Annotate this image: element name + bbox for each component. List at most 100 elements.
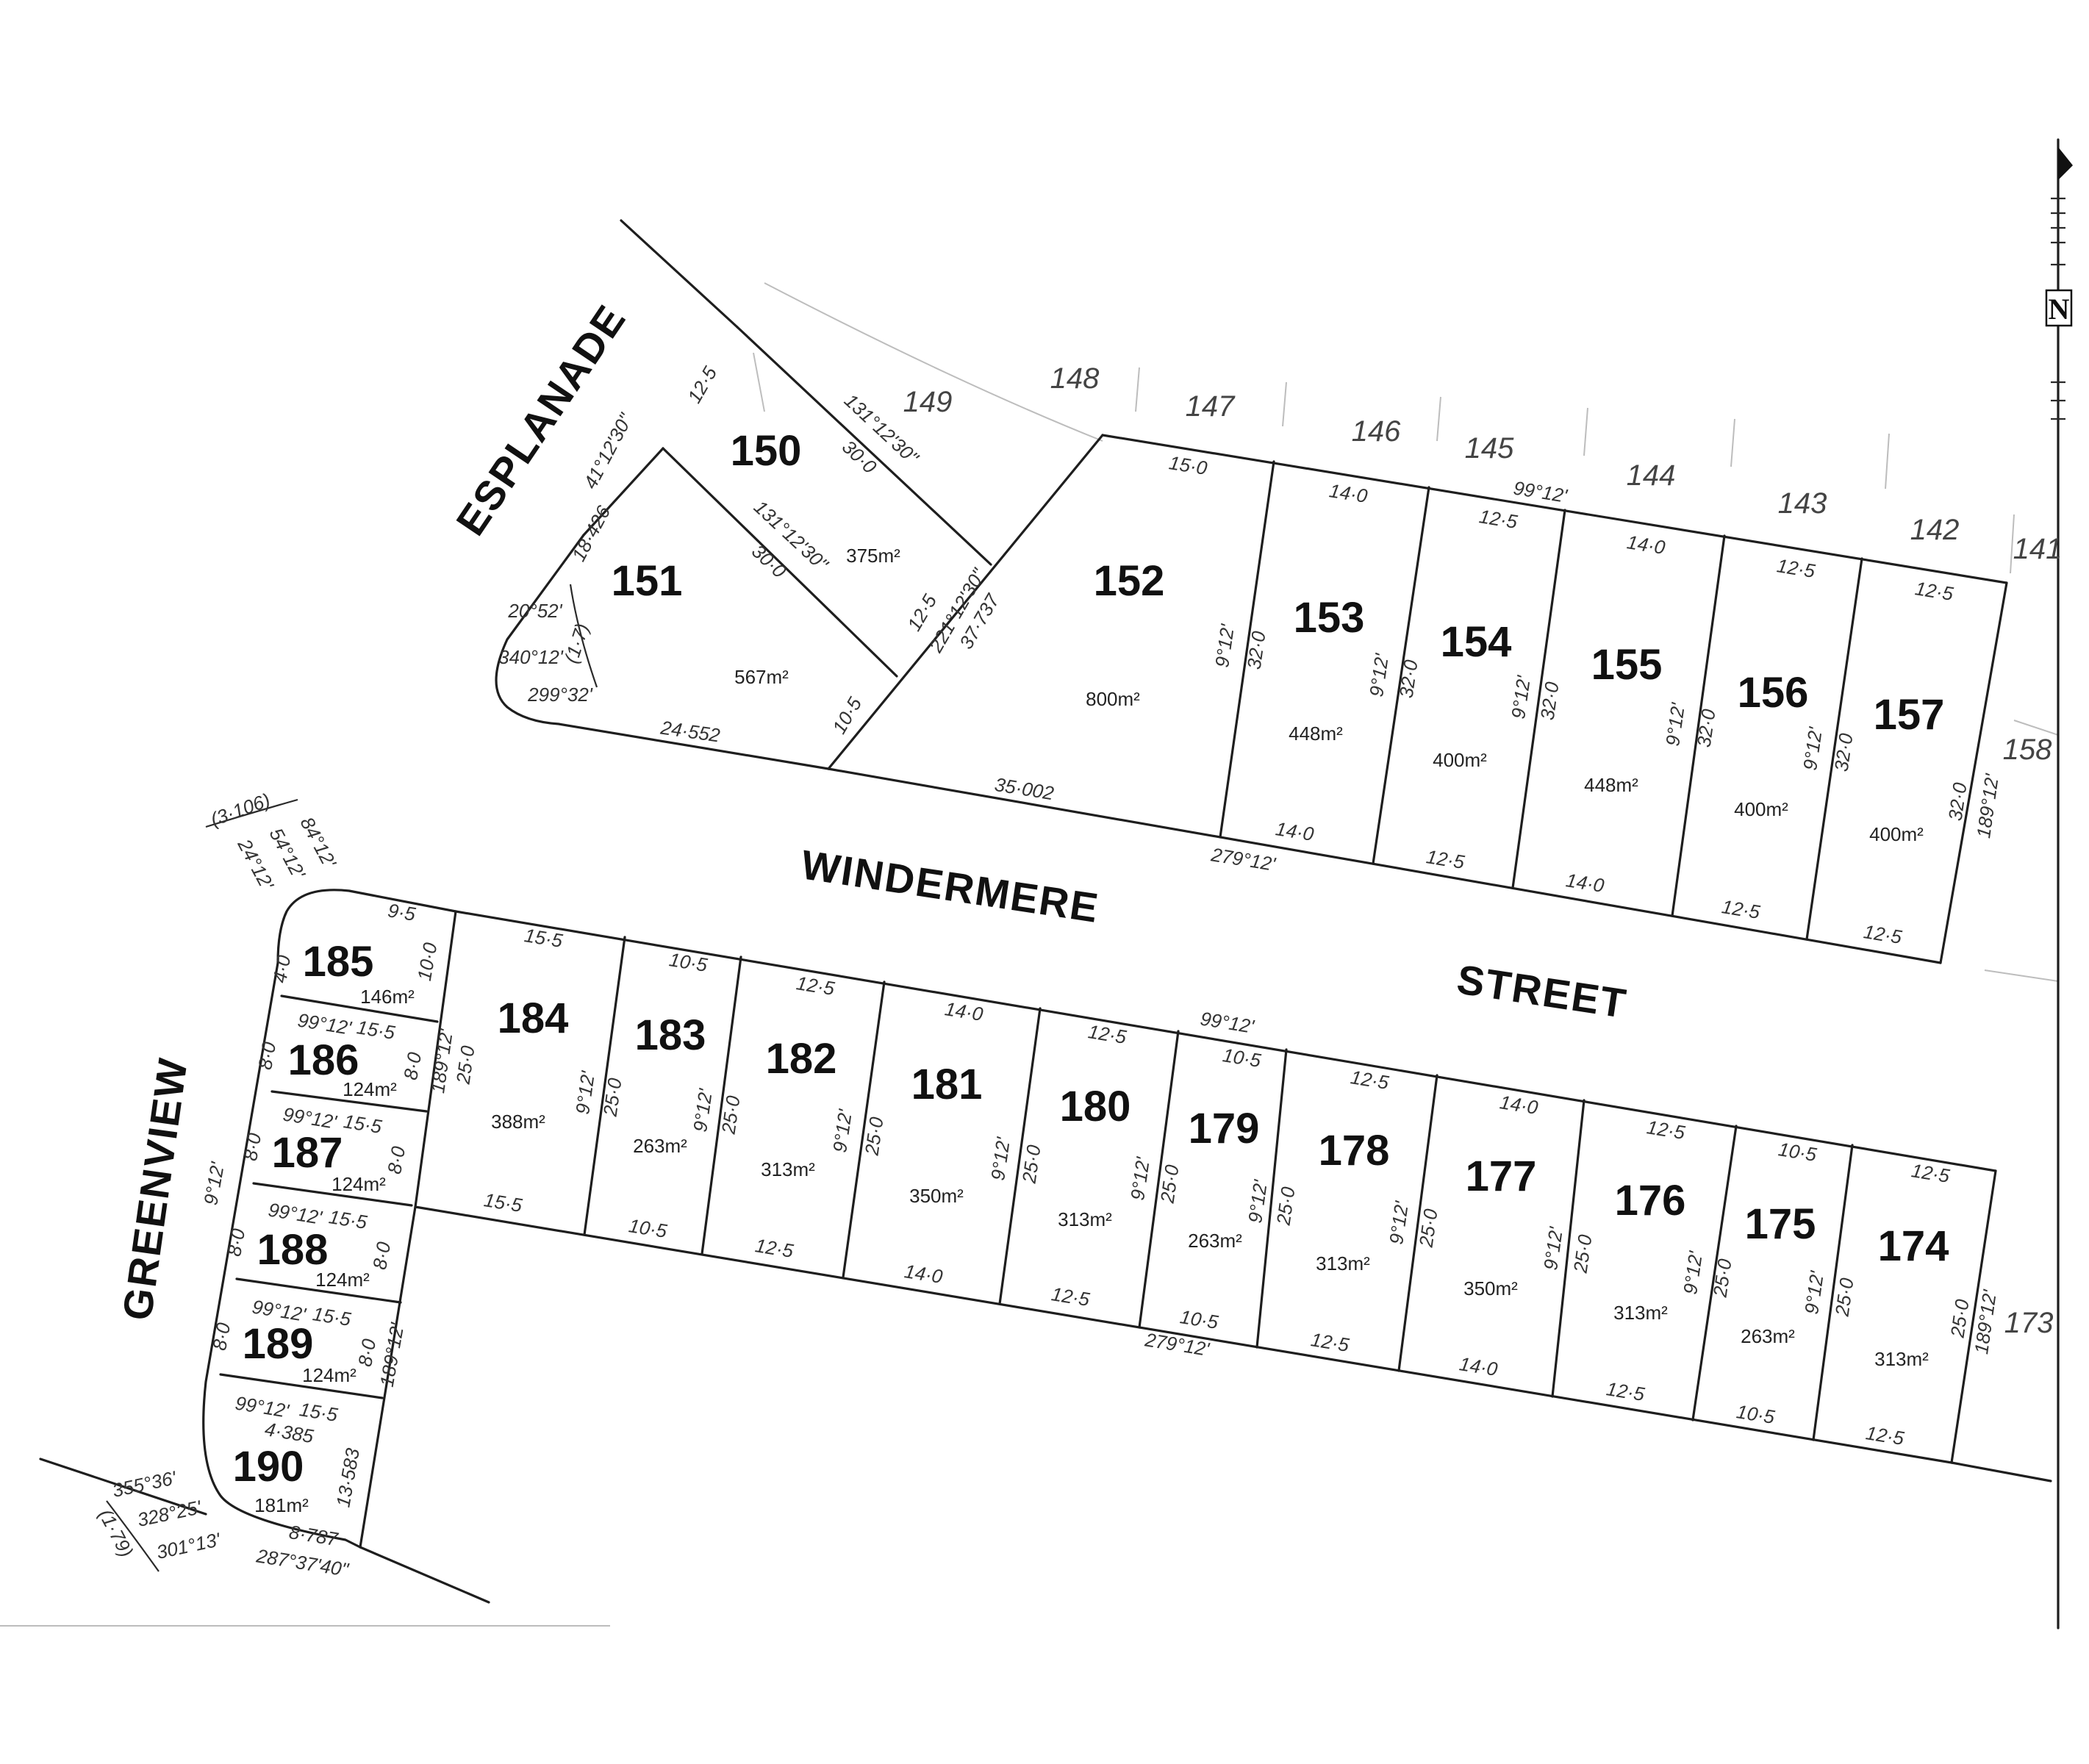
dimension-label: 12·5 bbox=[1775, 554, 1817, 582]
lot-number: 180 bbox=[1060, 1083, 1131, 1130]
lot-number: 178 bbox=[1319, 1127, 1390, 1175]
lot-area: 181m² bbox=[254, 1494, 309, 1516]
lot-area: 263m² bbox=[633, 1135, 687, 1157]
dimension-label: 12·5 bbox=[1645, 1116, 1687, 1144]
external-lot-173: 173 bbox=[2004, 1307, 2054, 1339]
dimension-label: 25·0 bbox=[598, 1076, 626, 1118]
dimension-label: 12·5 bbox=[1477, 505, 1519, 533]
dimension-label: 189°12' bbox=[376, 1321, 409, 1389]
lot-area: 567m² bbox=[734, 666, 789, 688]
dimension-label: 9°12' bbox=[986, 1136, 1014, 1182]
north-arrow bbox=[2045, 138, 2073, 1629]
dimension-label: 9°12' bbox=[1211, 623, 1239, 669]
dimension-label: 12·5 bbox=[1864, 1421, 1906, 1449]
external-lot-144: 144 bbox=[1627, 459, 1676, 492]
dimension-label: 13·583 bbox=[332, 1446, 364, 1508]
external-lot-149: 149 bbox=[903, 386, 953, 418]
lot-area: 350m² bbox=[1463, 1277, 1518, 1299]
dimension-label: 25·0 bbox=[1017, 1143, 1044, 1185]
dimension-label: 14·0 bbox=[1458, 1352, 1499, 1380]
dimension-label: 15·5 bbox=[355, 1016, 397, 1044]
street-name-street: STREET bbox=[1454, 956, 1630, 1027]
dimension-label: 9°12' bbox=[828, 1108, 856, 1154]
dimension-label: 15·5 bbox=[342, 1110, 384, 1138]
lot-area: 313m² bbox=[1316, 1252, 1370, 1274]
external-lot-141: 141 bbox=[2013, 533, 2063, 565]
lot-number: 151 bbox=[612, 557, 683, 605]
lot-area: 800m² bbox=[1086, 688, 1140, 710]
dimension-label: 32·0 bbox=[1693, 707, 1720, 748]
dimension-label: 8·0 bbox=[254, 1040, 280, 1072]
lot-number: 189 bbox=[243, 1320, 314, 1368]
dimension-label: 8·0 bbox=[354, 1337, 380, 1369]
dimension-label: 9°12' bbox=[199, 1160, 229, 1207]
dimension-label: 12·5 bbox=[1050, 1283, 1092, 1311]
bracket-185 bbox=[205, 798, 298, 828]
external-lot-148: 148 bbox=[1050, 362, 1100, 395]
south-block bbox=[39, 889, 2052, 1604]
dimension-label: 8·0 bbox=[399, 1050, 426, 1082]
dimension-label: 99°12' bbox=[296, 1009, 354, 1039]
lot-number: 176 bbox=[1615, 1177, 1686, 1225]
dimension-label: 9°12' bbox=[1679, 1250, 1707, 1296]
dimension-label: 14·0 bbox=[1274, 817, 1316, 845]
dimension-label: 12·5 bbox=[795, 972, 836, 1000]
dimension-label: 25·0 bbox=[1830, 1276, 1857, 1318]
lot-area: 313m² bbox=[1613, 1302, 1668, 1324]
external-lot-143: 143 bbox=[1778, 487, 1827, 520]
dimension-label: 12·5 bbox=[1862, 920, 1904, 948]
lot-area: 124m² bbox=[315, 1269, 370, 1291]
street-name-esplanade: ESPLANADE bbox=[447, 296, 634, 543]
dimension-label: 25·0 bbox=[717, 1094, 744, 1136]
lot-area: 124m² bbox=[343, 1078, 397, 1100]
dimension-label: 10·5 bbox=[1777, 1138, 1819, 1166]
dimension-label: 9°12' bbox=[1799, 725, 1827, 772]
dimension-label: 9°12' bbox=[1661, 701, 1689, 747]
lot-number: 186 bbox=[288, 1036, 359, 1084]
lot-number: 188 bbox=[257, 1226, 329, 1274]
lot-area: 350m² bbox=[909, 1185, 964, 1207]
dimension-label: 99°12' bbox=[234, 1392, 291, 1422]
dimension-label: 15·0 bbox=[1167, 451, 1209, 479]
dimension-label: 9°12' bbox=[1507, 674, 1535, 720]
lot-number: 190 bbox=[233, 1443, 304, 1491]
dimension-label: 99°12' bbox=[1199, 1008, 1256, 1038]
lot-number: 150 bbox=[731, 427, 802, 475]
lot-area: 124m² bbox=[332, 1173, 386, 1195]
lot-number: 179 bbox=[1189, 1105, 1260, 1152]
dimension-label: 8·787 bbox=[287, 1521, 340, 1550]
lot-number: 175 bbox=[1745, 1200, 1816, 1248]
lot-area: 400m² bbox=[1433, 749, 1487, 771]
dimension-label: 15·5 bbox=[482, 1188, 524, 1216]
lot-area: 448m² bbox=[1289, 723, 1343, 745]
dimension-label: 14·0 bbox=[943, 997, 985, 1025]
lot-area: 313m² bbox=[1058, 1208, 1112, 1230]
dimension-label: 41°12'30" bbox=[579, 409, 638, 492]
dimension-label: 32·0 bbox=[1944, 781, 1971, 822]
dimension-label: 4·0 bbox=[268, 953, 295, 985]
dimension-label: 14·0 bbox=[1327, 479, 1369, 507]
dimension-label: 189°12' bbox=[1970, 1288, 2001, 1355]
lot-number: 185 bbox=[303, 938, 374, 986]
dimension-label: 9·5 bbox=[387, 899, 418, 925]
dimension-label: 25·0 bbox=[1708, 1257, 1735, 1299]
lot-area: 388m² bbox=[491, 1111, 545, 1133]
dimension-label: 10·5 bbox=[1221, 1044, 1263, 1072]
external-lot-146: 146 bbox=[1352, 415, 1401, 448]
dimension-label: 14·0 bbox=[903, 1260, 945, 1288]
lot-area: 146m² bbox=[360, 986, 415, 1008]
lot-area: 263m² bbox=[1741, 1325, 1795, 1347]
dimension-label: 15·5 bbox=[298, 1398, 340, 1426]
external-lot-145: 145 bbox=[1465, 432, 1514, 465]
dimension-label: 12·5 bbox=[1605, 1377, 1647, 1405]
dimension-label: 9°12' bbox=[689, 1087, 717, 1133]
dimension-label: 9°12' bbox=[1800, 1269, 1828, 1316]
dimension-label: 8·0 bbox=[208, 1321, 234, 1352]
lot-number: 157 bbox=[1874, 691, 1945, 739]
dimension-label: 9°12' bbox=[1385, 1200, 1413, 1246]
dimension-label: 10·5 bbox=[1735, 1400, 1777, 1428]
dimension-label: 20°52' bbox=[507, 600, 562, 622]
street-name-windermere: WINDERMERE bbox=[798, 841, 1103, 931]
lot-number: 155 bbox=[1591, 641, 1663, 689]
